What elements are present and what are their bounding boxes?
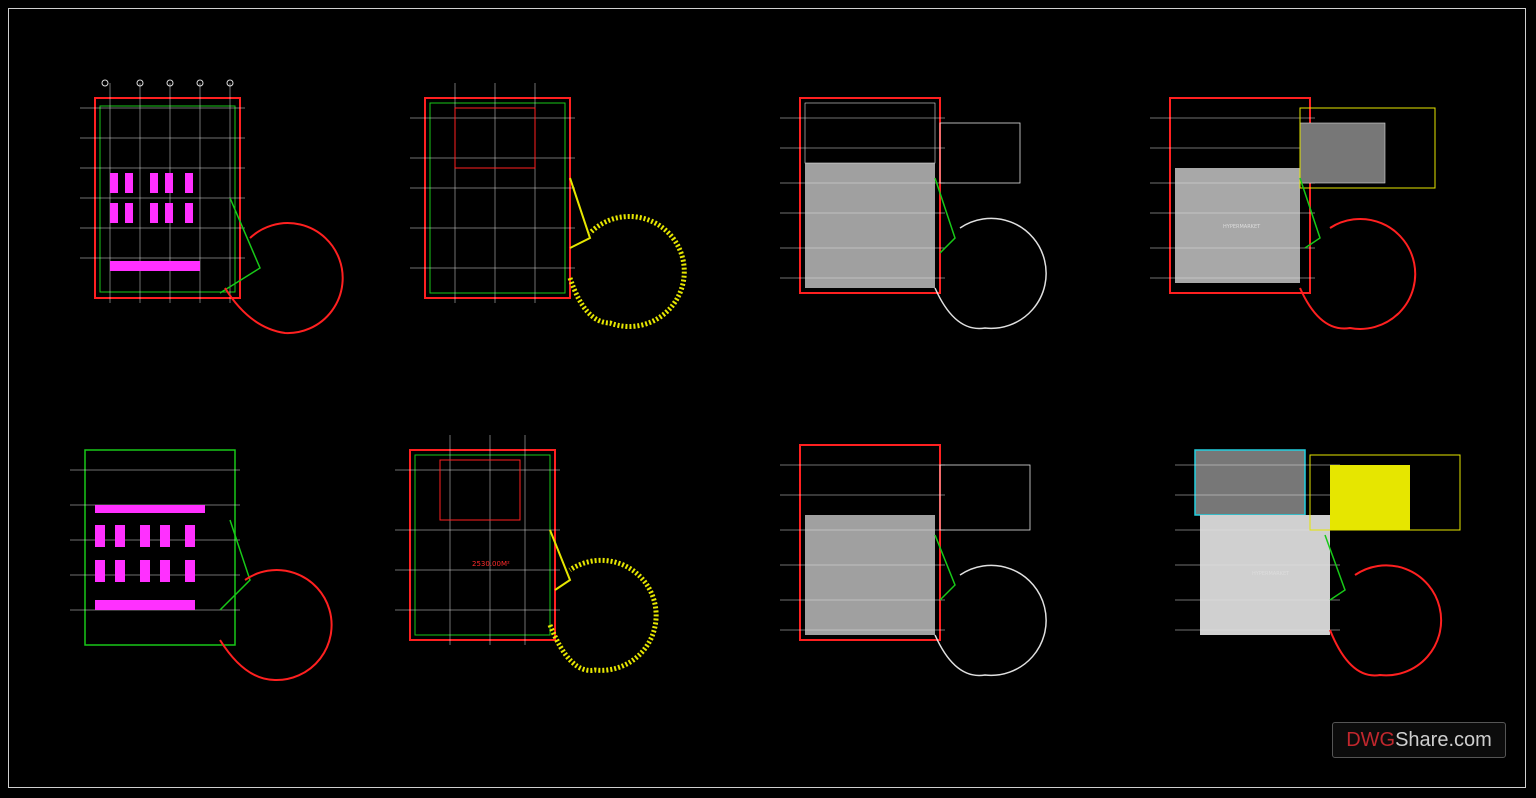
plan-5 [60, 430, 340, 700]
room-label: HYPERMARKET [1252, 571, 1290, 577]
plan-8: HYPERMARKET [1150, 425, 1470, 695]
plan-6: 2530.00M² [380, 430, 660, 700]
plan-7 [765, 425, 1075, 695]
plan-4: HYPERMARKET [1135, 78, 1445, 348]
drawing-frame [8, 8, 1526, 788]
area-label: 2530.00M² [472, 560, 510, 568]
watermark-part1: DWG [1346, 728, 1396, 751]
plan-2 [395, 78, 687, 348]
plan-3 [765, 78, 1075, 348]
room-label: HYPERMARKET [1223, 224, 1261, 230]
watermark-part2: Share.com [1395, 728, 1492, 751]
plan-1 [70, 78, 350, 348]
